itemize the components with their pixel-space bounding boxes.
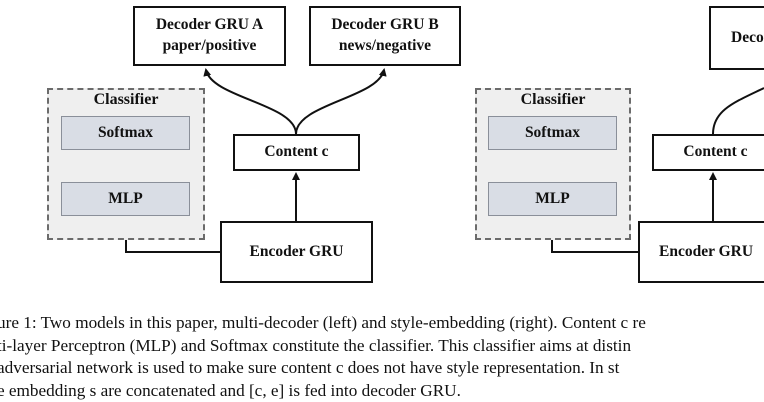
right-classifier-frame (475, 88, 631, 240)
decoder-a-title: Decoder GRU A (156, 15, 263, 36)
right-decoder-label: Deco (731, 28, 764, 49)
right-mlp-box: MLP (488, 182, 617, 216)
caption-line-3: adversarial network is used to make sure… (0, 357, 764, 380)
content-to-decoder-b-arrow (296, 70, 384, 134)
caption-line-4: e embedding s are concatenated and [c, e… (0, 380, 764, 402)
decoder-b-box: Decoder GRU B news/negative (309, 6, 461, 66)
caption-line-1: ure 1: Two models in this paper, multi-d… (0, 312, 764, 335)
right-classifier-title: Classifier (475, 91, 631, 109)
model-diagram: Decoder GRU A paper/positive Decoder GRU… (0, 0, 764, 290)
decoder-a-style: paper/positive (163, 36, 257, 57)
decoder-a-box: Decoder GRU A paper/positive (133, 6, 286, 66)
softmax-box: Softmax (61, 116, 190, 150)
figure-caption: ure 1: Two models in this paper, multi-d… (0, 312, 764, 402)
classifier-frame (47, 88, 205, 240)
right-encoder-box: Encoder GRU (638, 221, 764, 283)
encoder-box: Encoder GRU (220, 221, 373, 283)
right-softmax-box: Softmax (488, 116, 617, 150)
caption-line-2: ti-layer Perceptron (MLP) and Softmax co… (0, 335, 764, 358)
mlp-box: MLP (61, 182, 190, 216)
decoder-b-title: Decoder GRU B (331, 15, 438, 36)
right-content-to-decoder-arrow (713, 88, 764, 134)
right-decoder-box: Deco (709, 6, 764, 70)
content-to-decoder-a-arrow (206, 70, 296, 134)
classifier-title: Classifier (47, 91, 205, 109)
right-content-box: Content c (652, 134, 764, 171)
content-box: Content c (233, 134, 360, 171)
right-encoder-label: Encoder GRU (659, 242, 753, 263)
decoder-b-style: news/negative (339, 36, 431, 57)
